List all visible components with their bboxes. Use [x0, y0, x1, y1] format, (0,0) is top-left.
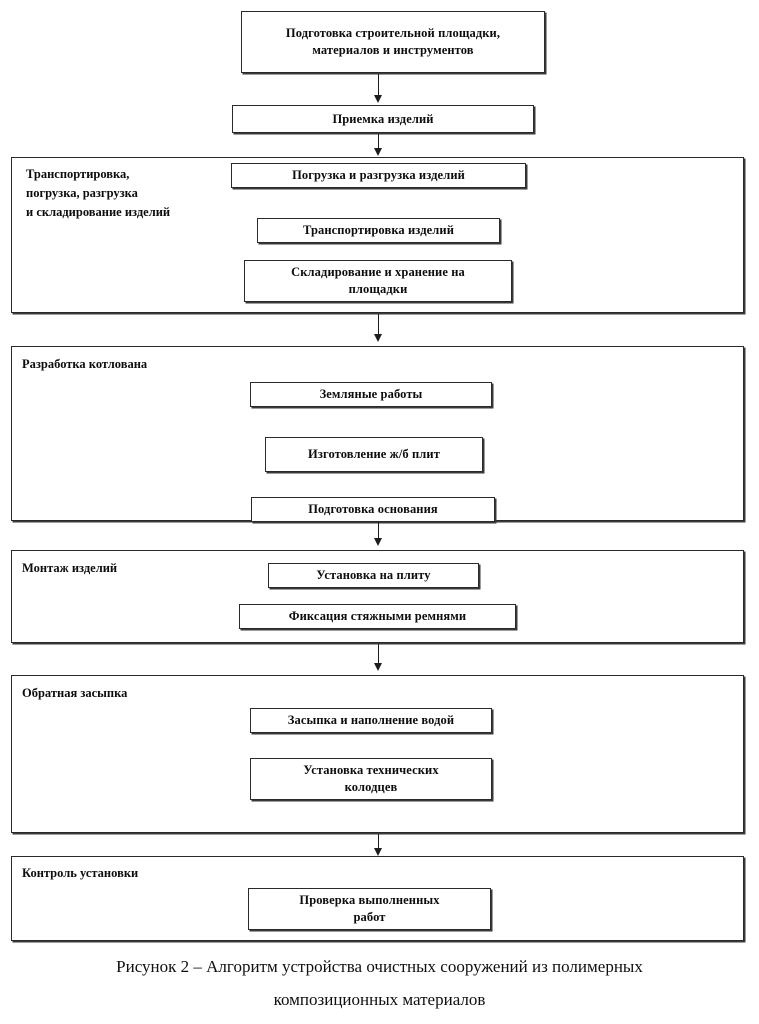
flow-node-rc-slab-production: Изготовление ж/б плит: [265, 437, 483, 472]
section-control-title: Контроль установки: [22, 866, 139, 880]
flow-node-strap-fixation: Фиксация стяжными ремнями: [239, 604, 516, 629]
flow-node-label: Приемка изделий: [332, 111, 434, 126]
flow-node-label: Транспортировка изделий: [302, 223, 454, 237]
flow-node-label: Подготовка основания: [308, 502, 438, 516]
flow-node-place-on-slab: Установка на плиту: [268, 563, 479, 588]
figure-caption: Рисунок 2 – Алгоритм устройства очистных…: [0, 950, 759, 1016]
flow-node-label: Проверка выполненных работ: [299, 893, 440, 924]
figure-caption-line-2: композиционных материалов: [273, 990, 486, 1009]
flow-node-backfill-water: Засыпка и наполнение водой: [250, 708, 492, 733]
section-backfill-title: Обратная засыпка: [22, 686, 128, 700]
flow-node-site-preparation: Подготовка строительной площадки, матери…: [241, 11, 545, 73]
connector-line-1: [378, 74, 379, 96]
section-backfill: [11, 675, 744, 833]
connector-arrow-3: [373, 334, 382, 342]
flow-node-label: Фиксация стяжными ремнями: [288, 609, 467, 623]
flow-node-label: Земляные работы: [319, 387, 423, 401]
flow-node-label: Засыпка и наполнение водой: [287, 713, 455, 727]
connector-line-5: [378, 644, 379, 663]
flow-node-label: Складирование и хранение на площадки: [291, 265, 465, 296]
connector-arrow-1: [373, 95, 382, 103]
flow-node-label: Погрузка и разгрузка изделий: [292, 168, 465, 182]
flow-node-label: Изготовление ж/б плит: [308, 447, 440, 461]
section-transport-title: Транспортировка, погрузка, разгрузка и с…: [26, 167, 171, 219]
flow-node-base-preparation: Подготовка основания: [251, 497, 495, 522]
connector-line-3: [378, 314, 379, 334]
section-installation-title: Монтаж изделий: [22, 561, 118, 575]
connector-arrow-6: [373, 848, 382, 856]
flow-node-loading-unloading: Погрузка и разгрузка изделий: [231, 163, 526, 188]
flow-node-product-acceptance: Приемка изделий: [232, 105, 534, 133]
connector-arrow-5: [373, 663, 382, 671]
flow-node-product-transport: Транспортировка изделий: [257, 218, 500, 243]
section-excavation: [11, 346, 744, 521]
figure-caption-line-1: Рисунок 2 – Алгоритм устройства очистных…: [116, 957, 643, 976]
connector-line-6: [378, 834, 379, 848]
flow-node-label: Установка технических колодцев: [303, 763, 439, 794]
flow-node-label: Подготовка строительной площадки, матери…: [285, 26, 501, 57]
connector-arrow-2: [373, 148, 382, 156]
flow-node-earthworks: Земляные работы: [250, 382, 492, 407]
connector-line-2: [378, 134, 379, 148]
flow-node-label: Установка на плиту: [316, 568, 431, 582]
flow-node-work-inspection: Проверка выполненных работ: [248, 888, 491, 930]
flow-node-technical-wells: Установка технических колодцев: [250, 758, 492, 800]
flow-node-storage: Складирование и хранение на площадки: [244, 260, 512, 302]
section-excavation-title: Разработка котлована: [22, 357, 148, 371]
connector-arrow-4: [373, 538, 382, 546]
connector-line-4: [378, 522, 379, 538]
